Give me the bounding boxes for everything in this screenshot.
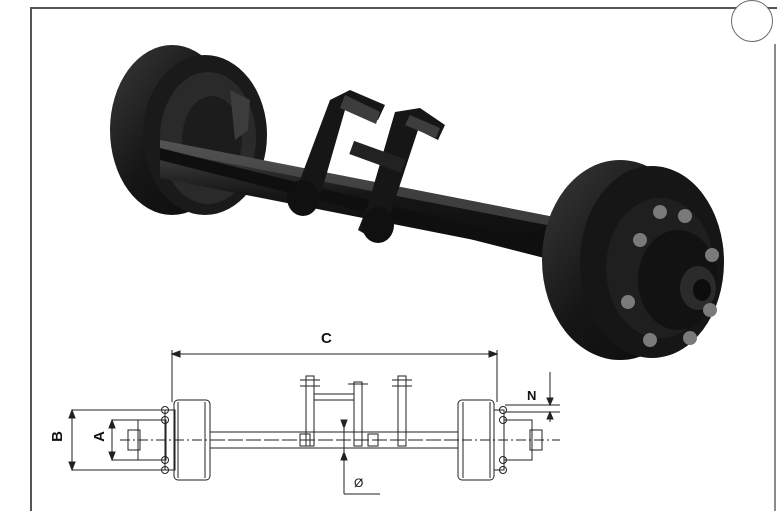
corner-circle-decoration <box>731 0 773 42</box>
dimension-b-label: B <box>48 431 66 442</box>
dimension-c-label: C <box>321 330 332 347</box>
content-frame <box>30 7 777 511</box>
dimension-n-label: N <box>527 388 537 403</box>
dimension-diameter-label: Ø <box>354 476 364 490</box>
right-brake-drum <box>542 160 724 360</box>
right-edge-line <box>774 44 776 511</box>
dimension-drawing <box>68 350 560 495</box>
suspension-brackets <box>287 90 445 243</box>
dimension-a-label: A <box>90 431 108 442</box>
